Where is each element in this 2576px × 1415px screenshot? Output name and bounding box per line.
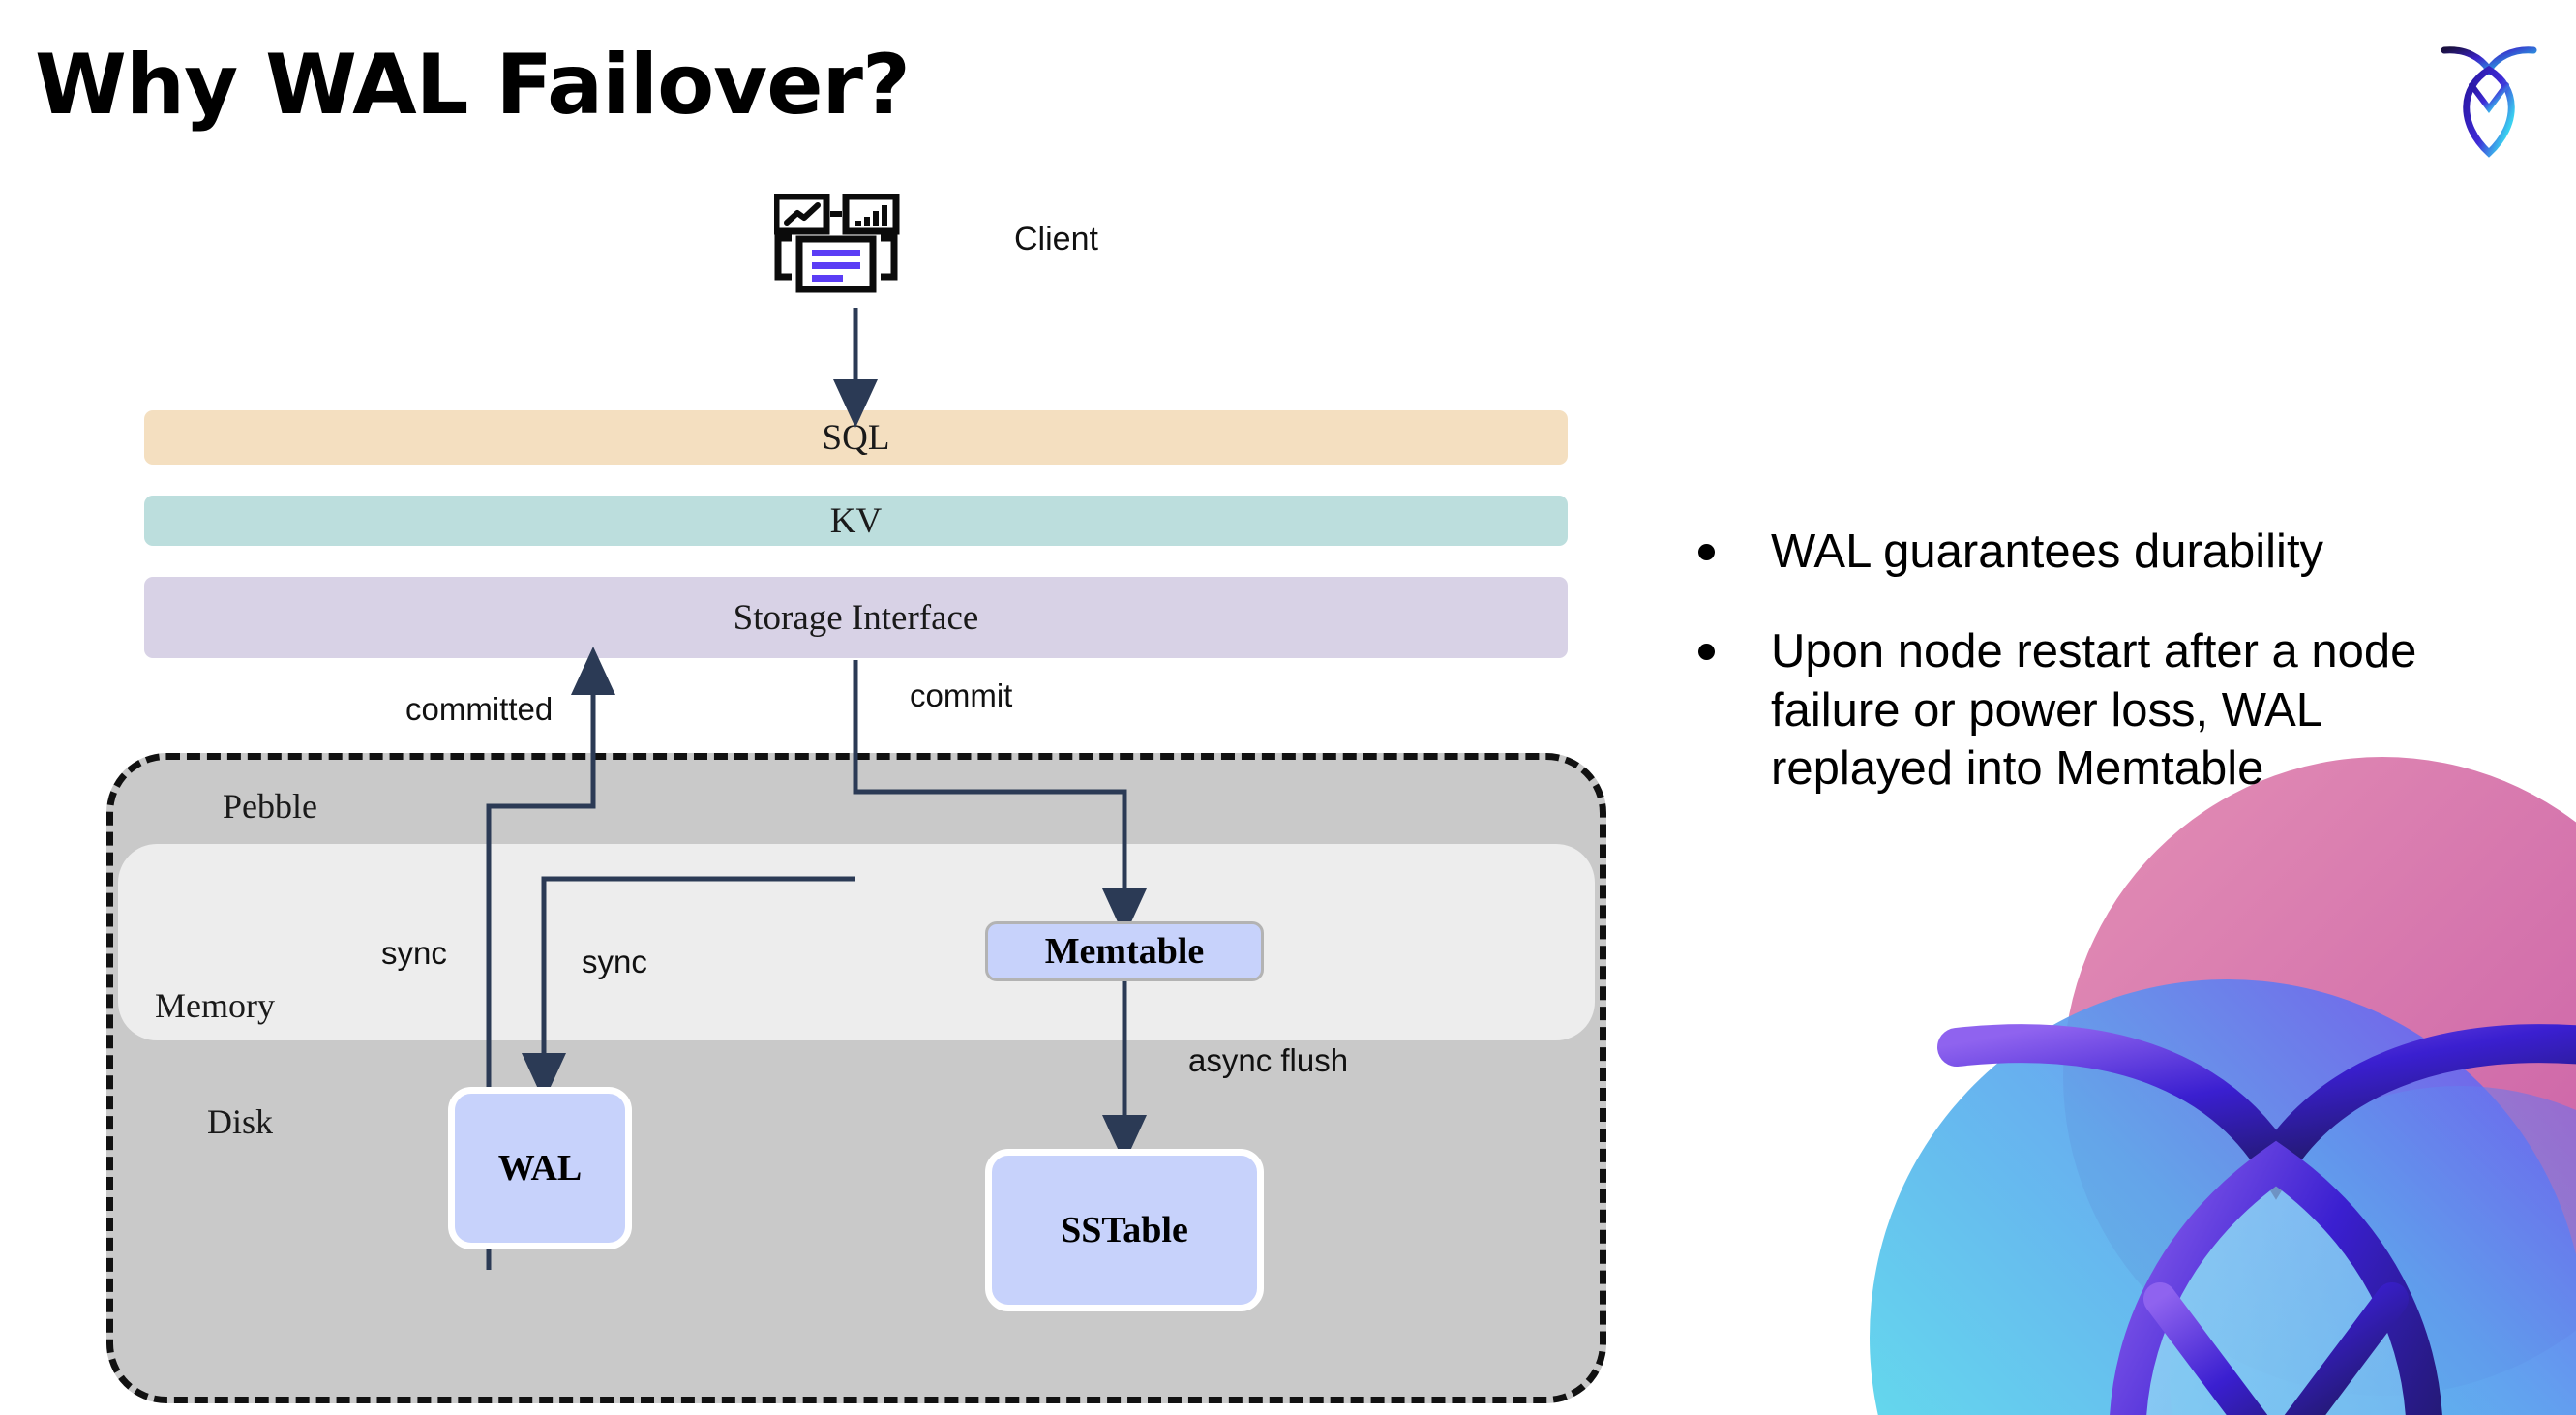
- node-memtable-label: Memtable: [1044, 931, 1205, 972]
- list-item: WAL guarantees durability: [1698, 523, 2472, 582]
- bullet-text: Upon node restart after a node failure o…: [1771, 624, 2417, 796]
- client-dashboard-icon: [772, 193, 929, 310]
- edge-label-committed: committed: [405, 691, 554, 727]
- cockroachdb-logo-icon: [2431, 31, 2547, 166]
- node-sstable-label: SSTable: [1061, 1210, 1188, 1250]
- node-wal-label: WAL: [497, 1148, 583, 1189]
- client-label: Client: [1014, 221, 1098, 257]
- bullet-list: WAL guarantees durability Upon node rest…: [1698, 523, 2472, 839]
- layer-kv: KV: [144, 496, 1568, 546]
- layer-storage-interface: Storage Interface: [144, 577, 1568, 658]
- list-item: Upon node restart after a node failure o…: [1698, 622, 2472, 798]
- node-sstable: SSTable: [985, 1149, 1264, 1311]
- node-memtable: Memtable: [985, 921, 1264, 981]
- edge-label-sync-right: sync: [582, 944, 647, 979]
- layer-sql: SQL: [144, 410, 1568, 465]
- bullet-text: WAL guarantees durability: [1771, 526, 2324, 578]
- layer-kv-label: KV: [829, 500, 883, 541]
- node-wal: WAL: [448, 1087, 632, 1249]
- memory-container: [118, 844, 1595, 1040]
- page-title: Why WAL Failover?: [35, 37, 911, 134]
- disk-label: Disk: [207, 1102, 274, 1141]
- bullet-dot-icon: [1698, 544, 1715, 560]
- edge-label-sync-left: sync: [381, 935, 447, 971]
- memory-label: Memory: [155, 986, 275, 1025]
- layer-sql-label: SQL: [822, 417, 890, 458]
- layer-storage-label: Storage Interface: [733, 597, 979, 638]
- pebble-label: Pebble: [223, 787, 317, 826]
- edge-label-commit: commit: [910, 677, 1013, 713]
- edge-label-async-flush: async flush: [1188, 1042, 1349, 1078]
- cockroachdb-watermark-icon: [1841, 757, 2576, 1415]
- bullet-dot-icon: [1698, 643, 1715, 660]
